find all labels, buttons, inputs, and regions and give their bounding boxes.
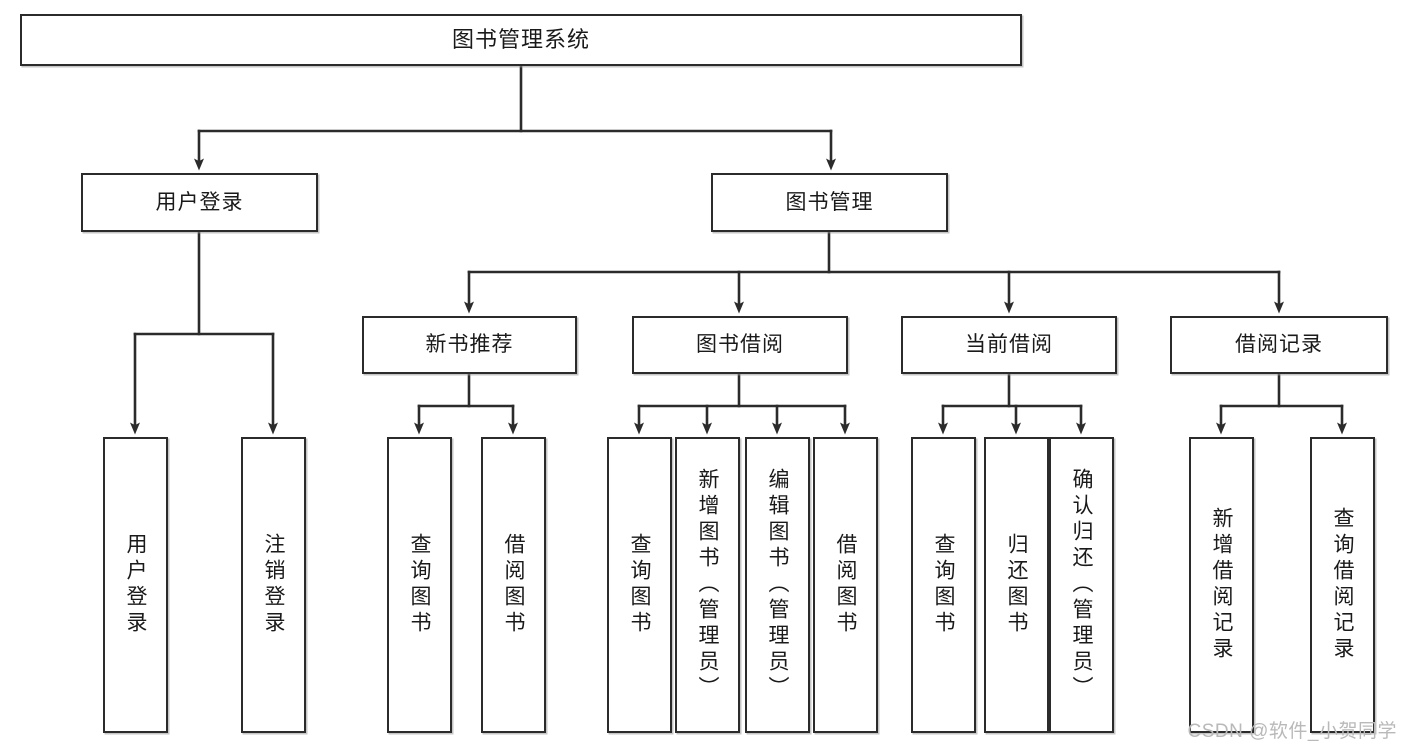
- node-root[interactable]: 图书管理系统: [20, 14, 1022, 66]
- node-book-borrow[interactable]: 图书借阅: [632, 316, 848, 374]
- node-leaf-user-login[interactable]: 用户登录: [103, 437, 168, 733]
- node-leaf-return-book[interactable]: 归还图书: [984, 437, 1049, 733]
- node-label: 归还图书: [1005, 533, 1029, 637]
- node-borrow-record[interactable]: 借阅记录: [1170, 316, 1388, 374]
- node-label: 确认归还（管理员）: [1070, 468, 1094, 702]
- node-label: 借阅图书: [834, 533, 858, 637]
- node-label: 查询图书: [408, 533, 432, 637]
- node-leaf-query-book-2[interactable]: 查询图书: [607, 437, 672, 733]
- node-leaf-query-book-3[interactable]: 查询图书: [911, 437, 976, 733]
- node-leaf-add-borrow-record[interactable]: 新增借阅记录: [1189, 437, 1254, 733]
- watermark: CSDN @软件_小贺同学: [1187, 721, 1397, 742]
- node-leaf-logout-login[interactable]: 注销登录: [241, 437, 306, 733]
- node-leaf-query-borrow-record[interactable]: 查询借阅记录: [1310, 437, 1375, 733]
- node-label: 借阅图书: [502, 533, 526, 637]
- node-user-login[interactable]: 用户登录: [81, 173, 318, 232]
- node-label: 查询借阅记录: [1331, 507, 1355, 663]
- node-book-management[interactable]: 图书管理: [711, 173, 948, 232]
- node-label: 用户登录: [124, 533, 148, 637]
- node-leaf-query-book-1[interactable]: 查询图书: [387, 437, 452, 733]
- node-label: 查询图书: [932, 533, 956, 637]
- node-leaf-confirm-return-admin[interactable]: 确认归还（管理员）: [1049, 437, 1114, 733]
- node-label: 新增借阅记录: [1210, 507, 1234, 663]
- node-leaf-edit-book-admin[interactable]: 编辑图书（管理员）: [745, 437, 810, 733]
- node-leaf-borrow-book-2[interactable]: 借阅图书: [813, 437, 878, 733]
- node-current-borrow[interactable]: 当前借阅: [901, 316, 1117, 374]
- node-label: 编辑图书（管理员）: [766, 468, 790, 702]
- node-label: 注销登录: [262, 533, 286, 637]
- node-label: 查询图书: [628, 533, 652, 637]
- node-leaf-borrow-book-1[interactable]: 借阅图书: [481, 437, 546, 733]
- node-leaf-add-book-admin[interactable]: 新增图书（管理员）: [675, 437, 740, 733]
- node-label: 新增图书（管理员）: [696, 468, 720, 702]
- node-new-book-recommend[interactable]: 新书推荐: [362, 316, 577, 374]
